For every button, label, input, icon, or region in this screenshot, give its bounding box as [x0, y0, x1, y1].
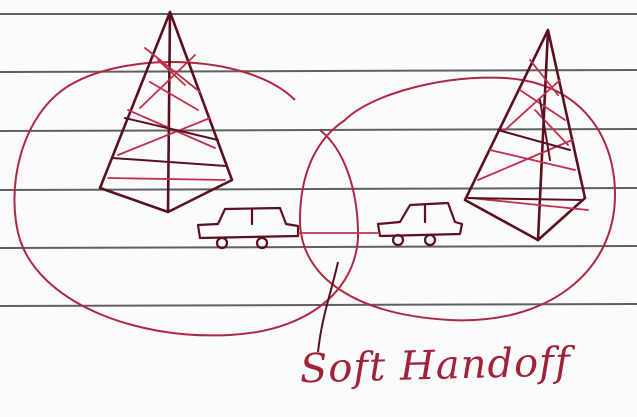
left-tower: [98, 10, 234, 214]
ruled-line: [0, 245, 637, 249]
left-car-icon: [196, 206, 300, 250]
right-car-icon: [376, 201, 464, 247]
ruled-line: [0, 128, 637, 132]
left-cell-boundary: [13, 61, 360, 337]
right-tower: [463, 28, 589, 242]
ruled-line: [0, 303, 637, 307]
overlap-pointer-arrow: [317, 261, 339, 353]
right-cell-boundary: [298, 76, 617, 322]
ruled-line: [0, 69, 637, 73]
soft-handoff-label: Soft Handoff: [299, 339, 572, 393]
